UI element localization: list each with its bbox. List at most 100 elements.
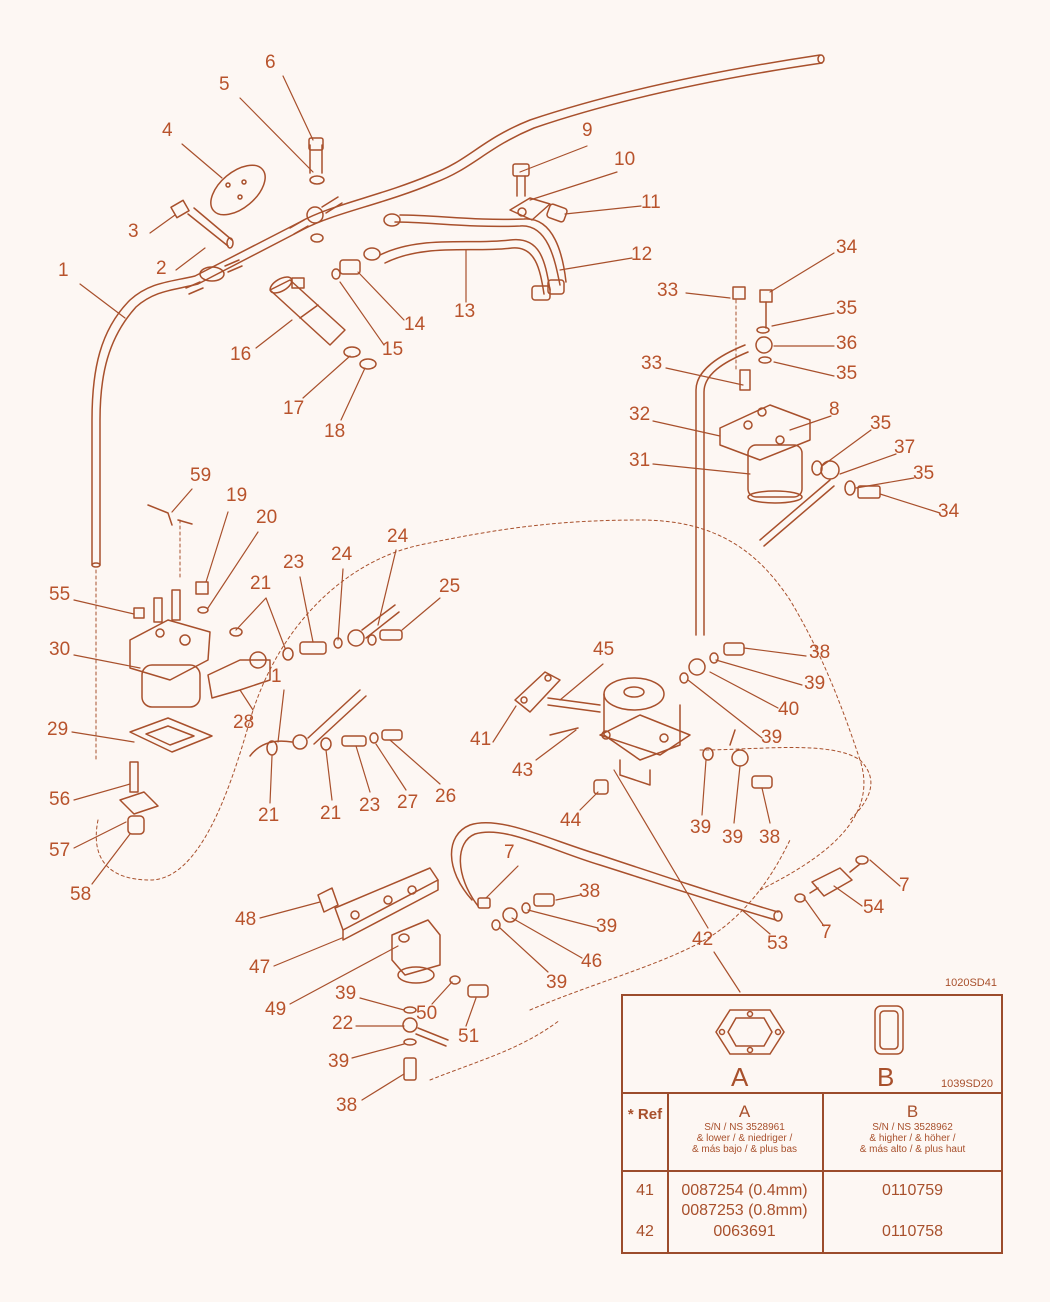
- callout-c37: 37: [894, 437, 916, 458]
- callout-c57: 57: [49, 840, 71, 861]
- lift-pump-42: [599, 677, 691, 786]
- callout-c2: 2: [156, 258, 167, 279]
- return-pipe: [695, 344, 881, 636]
- lower-banjo-46: [491, 893, 555, 931]
- parts-table: A B 1039SD20 * Ref A S/N / NS 3528961 & …: [621, 994, 1003, 1254]
- banjo-fitting-lower: [185, 259, 243, 295]
- row-41-b: 0110759: [881, 1182, 944, 1199]
- callout-c18: 18: [324, 421, 346, 442]
- callout-c35d: 35: [913, 463, 935, 484]
- callout-c36: 36: [836, 333, 858, 354]
- connector-28: [207, 627, 271, 699]
- col-a-header: A S/N / NS 3528961 & lower / & niedriger…: [667, 1102, 822, 1155]
- callout-c31: 31: [629, 450, 651, 471]
- callout-c39a: 39: [804, 673, 826, 694]
- callout-c21b: 21: [258, 805, 280, 826]
- callout-c39h: 39: [328, 1051, 350, 1072]
- gasket-41: [514, 671, 601, 736]
- callout-c39d: 39: [722, 827, 744, 848]
- solenoid-49: [391, 919, 489, 1081]
- hose-53: [450, 821, 783, 922]
- fitting-row-upper: [282, 604, 403, 661]
- callout-c38a: 38: [809, 642, 831, 663]
- fitting-row-lower: [249, 689, 403, 757]
- callout-c24a: 24: [331, 544, 353, 565]
- callout-c22: 22: [332, 1013, 354, 1034]
- callout-c38b: 38: [759, 827, 781, 848]
- callout-c15: 15: [382, 339, 404, 360]
- callout-c48: 48: [235, 909, 257, 930]
- callout-c33b: 33: [641, 353, 663, 374]
- callout-c19: 19: [226, 485, 248, 506]
- water-separator-30: [119, 504, 213, 835]
- callout-c33a: 33: [657, 280, 679, 301]
- nut-14: [331, 259, 361, 280]
- callout-c10: 10: [614, 149, 636, 170]
- callout-c39c: 39: [690, 817, 712, 838]
- callout-c34b: 34: [938, 501, 960, 522]
- callout-c1: 1: [58, 260, 69, 281]
- table-vdivider-2: [822, 1092, 824, 1254]
- callout-c46: 46: [581, 951, 603, 972]
- callout-c13: 13: [454, 301, 476, 322]
- gasket-disc-4: [210, 164, 266, 216]
- callout-c9: 9: [582, 120, 593, 141]
- callout-c45: 45: [593, 639, 615, 660]
- col-b-line2: & higher / & höher /: [869, 1133, 956, 1144]
- callout-c39f: 39: [546, 972, 568, 993]
- callout-c59: 59: [190, 465, 212, 486]
- callout-c51: 51: [458, 1026, 480, 1047]
- callout-c23a: 23: [283, 552, 305, 573]
- injector-16: [269, 276, 346, 346]
- callout-c24b: 24: [387, 526, 409, 547]
- callout-c14: 14: [404, 314, 426, 335]
- table-divider-2: [623, 1170, 1001, 1172]
- row-42-b: 0110758: [881, 1223, 944, 1240]
- col-a-letter: A: [738, 1102, 751, 1121]
- row-41-a: 0087254 (0.4mm): [681, 1182, 808, 1199]
- callout-c56: 56: [49, 789, 71, 810]
- callout-c20: 20: [256, 507, 278, 528]
- callout-c28: 28: [233, 712, 255, 733]
- callout-c50: 50: [416, 1003, 438, 1024]
- drawing-code-top: 1020SD41: [945, 977, 997, 989]
- callout-c38c: 38: [579, 881, 601, 902]
- callout-c39b: 39: [761, 727, 783, 748]
- drawing-code-table: 1039SD20: [941, 1078, 993, 1090]
- leader-lines: [71, 75, 941, 1101]
- callout-c1b: 1: [271, 666, 282, 687]
- pump-fittings: [593, 642, 773, 795]
- row-42-ref: 42: [636, 1223, 654, 1240]
- callout-c39e: 39: [596, 916, 618, 937]
- row-41-a2: 0087253 (0.8mm): [681, 1202, 808, 1219]
- callout-c6: 6: [265, 52, 276, 73]
- callout-c35b: 35: [836, 363, 858, 384]
- callout-c25: 25: [439, 576, 461, 597]
- inline-filter-54: [794, 855, 869, 903]
- row-41-ref: 41: [636, 1182, 654, 1199]
- col-a-line1: S/N / NS 3528961: [704, 1122, 785, 1133]
- callout-c3: 3: [128, 221, 139, 242]
- fuel-filter-31: [719, 286, 811, 504]
- col-b-line3: & más alto / & plus haut: [859, 1144, 966, 1155]
- callout-c35c: 35: [870, 413, 892, 434]
- callout-c55: 55: [49, 584, 71, 605]
- callout-c39g: 39: [335, 983, 357, 1004]
- col-a-line3: & más bajo / & plus bas: [691, 1144, 798, 1155]
- callout-c40: 40: [778, 699, 800, 720]
- col-b-line1: S/N / NS 3528962: [872, 1122, 953, 1133]
- table-divider-1: [623, 1092, 1001, 1094]
- harness-outline: [95, 299, 872, 1081]
- callout-c27: 27: [397, 792, 419, 813]
- callout-c17: 17: [283, 398, 305, 419]
- callout-c32: 32: [629, 404, 651, 425]
- callout-c44: 44: [560, 810, 582, 831]
- callout-c5: 5: [219, 74, 230, 95]
- callout-c38d: 38: [336, 1095, 358, 1116]
- callout-c34a: 34: [836, 237, 858, 258]
- table-vdivider-1: [667, 1092, 669, 1254]
- banjo-bolt-9: [509, 163, 568, 223]
- injector-pipe-13: [363, 213, 567, 301]
- bracket-47: [317, 867, 439, 941]
